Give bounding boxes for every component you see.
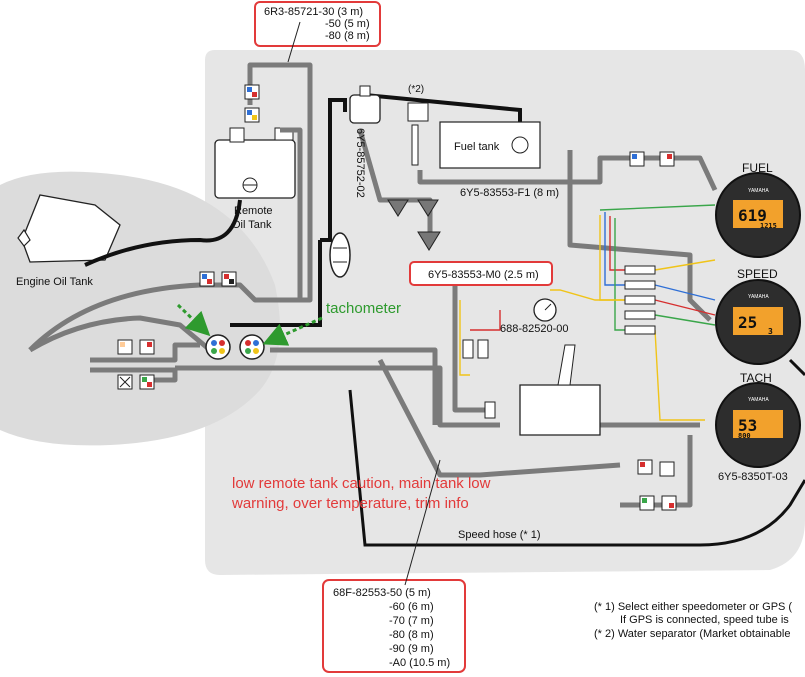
top-callout-line2: -50 (5 m): [325, 18, 370, 30]
bottom-leader-line: [404, 459, 441, 586]
tach-gauge-brand: YAMAHA: [748, 397, 769, 403]
fuel-sender-icon: [511, 136, 529, 154]
top-leader-line: [287, 21, 301, 63]
engine-connector-icons: [205, 334, 265, 360]
top-callout-line3: -80 (8 m): [325, 30, 370, 42]
bottom-callout-line6: -A0 (10.5 m): [389, 657, 450, 669]
sender-icon: [533, 298, 557, 322]
engine-oil-tank-icon: [17, 194, 121, 263]
remote-oil-tank-label-1: Remote: [234, 205, 273, 217]
fuel-gauge-reading: 619: [738, 206, 767, 225]
signal-wires: [459, 204, 716, 421]
fuel-gauge-title: FUEL: [742, 161, 773, 175]
fuel-gauge: 619 1215 YAMAHA: [715, 172, 801, 258]
fuel-gauge-brand: YAMAHA: [748, 188, 769, 194]
engine-oil-tank-label: Engine Oil Tank: [16, 276, 93, 288]
bottom-callout-line4: -80 (8 m): [389, 629, 434, 641]
bottom-callout-box: [322, 579, 466, 673]
fuel-harness-label: 6Y5-83553-F1 (8 m): [460, 187, 559, 199]
fuel-fitting-icon: [407, 102, 429, 166]
primer-bulb-icon: [329, 232, 351, 278]
small-connector-icons: [462, 265, 656, 419]
speed-gauge-reading: 25: [738, 313, 757, 332]
fuel-tank-label: Fuel tank: [454, 141, 500, 153]
bottom-callout-line3: -70 (7 m): [389, 615, 434, 627]
top-callout-box: [254, 1, 381, 47]
tach-gauge-title: TACH: [740, 371, 772, 385]
fuel-gauge-sub: 1215: [760, 222, 777, 230]
speed-hose-line: [348, 389, 805, 547]
tach-gauge: 53 800 YAMAHA: [715, 382, 801, 468]
tachometer-annotation: tachometer: [326, 300, 401, 317]
speed-gauge-sub: 3: [768, 327, 773, 336]
speed-gauge-brand: YAMAHA: [748, 294, 769, 300]
footnote-1b: If GPS is connected, speed tube is: [620, 614, 789, 626]
bottom-callout-line5: -90 (9 m): [389, 643, 434, 655]
water-separator-icon: [349, 85, 381, 124]
mid-callout-box: [409, 261, 553, 286]
speed-gauge: 25 3 YAMAHA: [715, 279, 801, 365]
bottom-callout-line1: 68F-82553-50 (5 m): [333, 587, 431, 599]
vertical-part-number: 6Y5-85752-02: [354, 128, 366, 198]
tach-gauge-reading: 53: [738, 416, 757, 435]
tach-gauge-sub: 800: [738, 432, 751, 440]
sender-part-label: 688-82520-00: [500, 323, 569, 335]
filter-triangle-icons: [387, 199, 441, 251]
green-arrow-tach: [262, 316, 323, 346]
top-callout-line1: 6R3-85721-30 (3 m): [264, 6, 363, 18]
mid-callout-text: 6Y5-83553-M0 (2.5 m): [428, 269, 539, 281]
bottom-callout-line2: -60 (6 m): [389, 601, 434, 613]
speed-gauge-title: SPEED: [737, 267, 778, 281]
remote-oil-tank-icon: [214, 127, 296, 199]
warning-annotation-line2: warning, over temperature, trim info: [231, 495, 469, 512]
gauge-part-label: 6Y5-8350T-03: [718, 471, 788, 483]
footnote-2: (* 2) Water separator (Market obtainable: [594, 628, 790, 640]
speed-hose-label: Speed hose (* 1): [458, 529, 541, 541]
remote-oil-tank-label-2: Oil Tank: [232, 219, 272, 231]
remote-control-box-icon: [519, 344, 601, 436]
warning-annotation-line1: low remote tank caution, main tank low: [232, 475, 491, 492]
footnote-1: (* 1) Select either speedometer or GPS (: [594, 601, 792, 613]
connector-icons: [117, 84, 677, 511]
separator-mark: (*2): [408, 84, 424, 95]
